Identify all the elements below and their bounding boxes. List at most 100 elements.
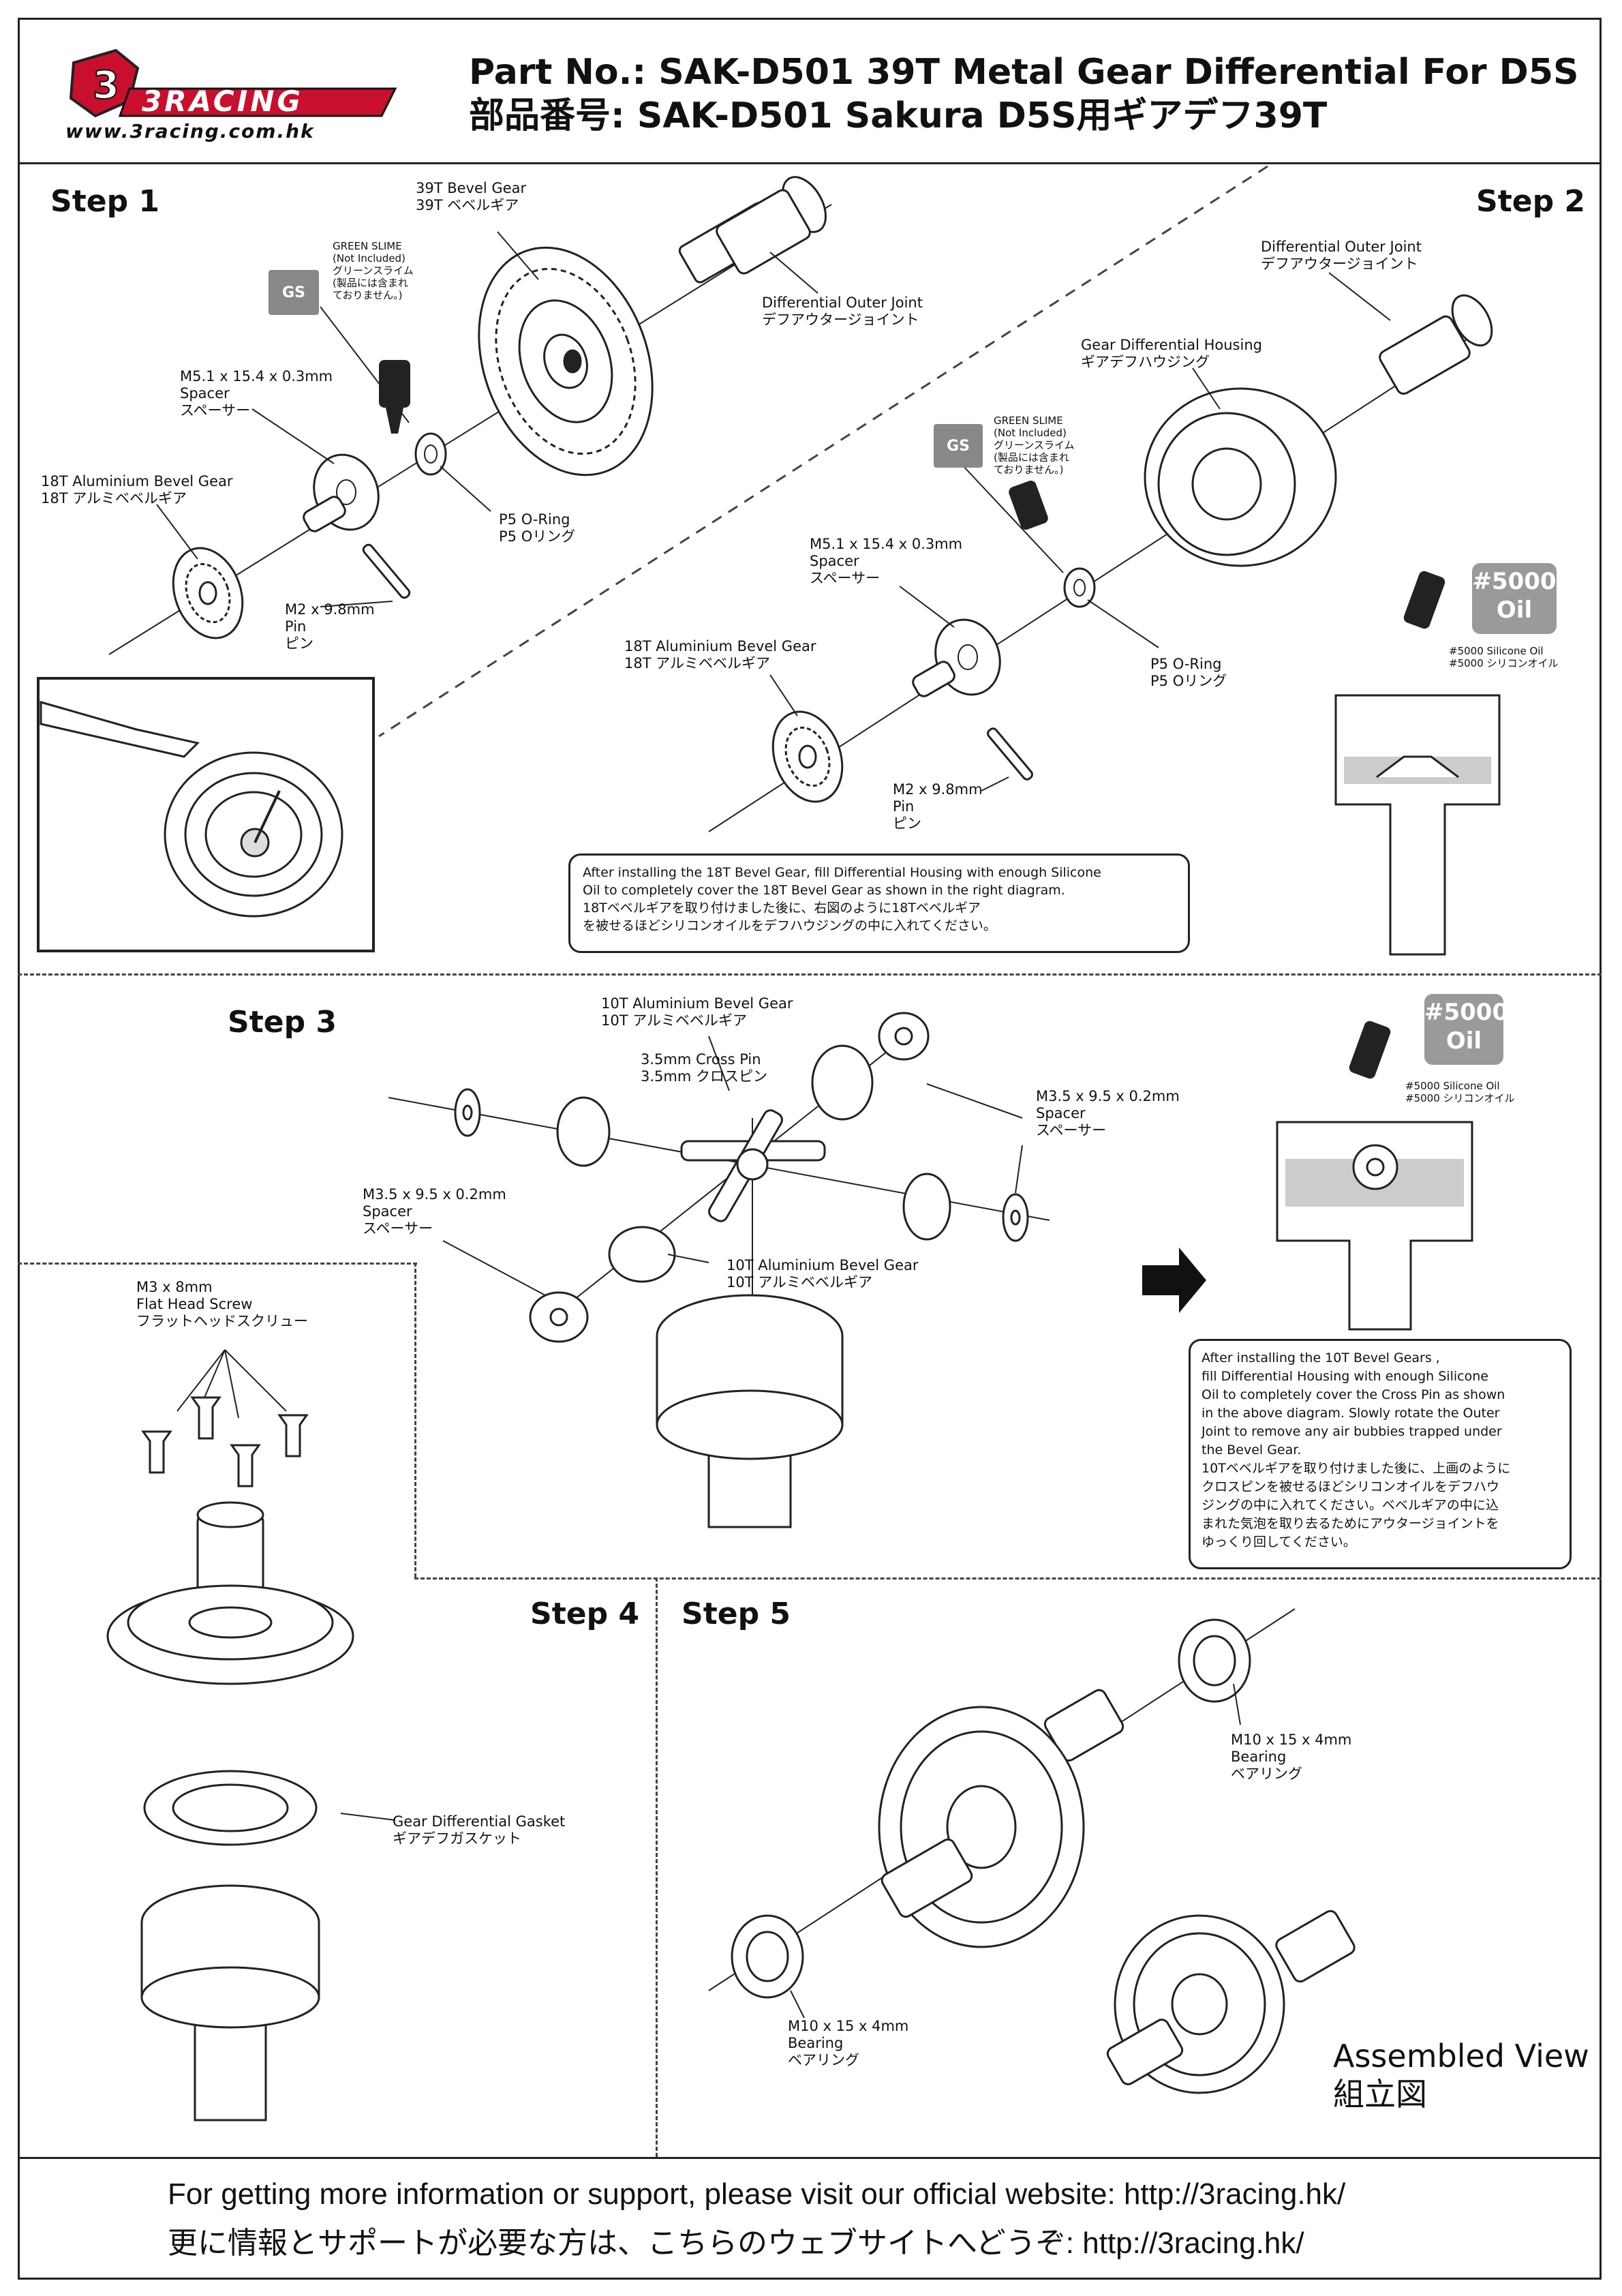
step2-green-slime-line2: (Not Included) <box>994 427 1067 439</box>
step2-spacer-jp: スペーサー <box>810 570 881 586</box>
step3-cross-pin-label: 3.5mm Cross Pin 3.5mm クロスピン <box>641 1051 767 1085</box>
header-divider <box>18 162 1602 164</box>
pin-jp: ピン <box>285 635 313 652</box>
step3-oil-en: #5000 Silicone Oil <box>1405 1080 1500 1092</box>
step2-note-line2: Oil to completely cover the 18T Bevel Ge… <box>583 883 1065 898</box>
step2-note-box: After installing the 18T Bevel Gear, fil… <box>568 854 1190 953</box>
step4-screw-size: M3 x 8mm <box>136 1279 213 1295</box>
svg-text:3: 3 <box>93 63 119 108</box>
step2-spacer-size: M5.1 x 15.4 x 0.3mm <box>810 536 963 552</box>
step3-bevel10-top-jp: 10T アルミベベルギア <box>601 1012 748 1029</box>
step3-note-line3: Oil to completely cover the Cross Pin as… <box>1202 1387 1505 1402</box>
logo-mark: 3 <box>69 48 397 118</box>
step1-bevel18-label: 18T Aluminium Bevel Gear 18T アルミベベルギア <box>41 473 233 507</box>
pin-size: M2 x 9.8mm <box>285 601 375 618</box>
step2-oil-fill-diagram-icon <box>1334 571 1501 956</box>
step5-bearing-bottom-size: M10 x 15 x 4mm <box>788 2018 909 2034</box>
step3-note-line1: After installing the 10T Bevel Gears , <box>1202 1350 1440 1365</box>
bevel-gear-18t-icon <box>172 547 244 639</box>
step1-bevel39-label: 39T Bevel Gear 39T ベベルギア <box>416 180 526 214</box>
step3-housing-icon <box>656 1294 844 1528</box>
step2-pin-label: M2 x 9.8mm Pin ピン <box>893 781 983 832</box>
step2-bevel18-jp: 18T アルミベベルギア <box>624 655 771 671</box>
step2-bevel18-en: 18T Aluminium Bevel Gear <box>624 638 816 654</box>
step5-bearing-bottom-label: M10 x 15 x 4mm Bearing ベアリング <box>788 2018 908 2069</box>
step2-title: Step 2 <box>1476 184 1585 219</box>
step4-ring-gear-icon <box>106 1501 354 1685</box>
step3-oil-label: #5000 Silicone Oil #5000 シリコンオイル <box>1405 1080 1515 1104</box>
step4-screw-label: M3 x 8mm Flat Head Screw フラットヘッドスクリュー <box>136 1279 308 1330</box>
brand-logo: 3 3RACING www.3racing.com.hk <box>55 35 436 145</box>
green-slime-line3: グリーンスライム <box>333 265 414 277</box>
arrow-right-icon <box>1142 1248 1206 1313</box>
step2-green-slime-line3: グリーンスライム <box>994 439 1075 451</box>
step2-bevel-gear-18t-icon <box>771 710 844 803</box>
step2-green-slime-line1: GREEN SLIME <box>994 414 1063 427</box>
step1-gs-badge: GS <box>269 270 319 315</box>
step3-note-line11: ゆっくり回してください。 <box>1202 1535 1356 1550</box>
step2-pin-en: Pin <box>893 798 915 815</box>
assembled-view-en: Assembled View <box>1333 2038 1589 2074</box>
footer-jp[interactable]: 更に情報とサポートが必要な方は、こちらのウェブサイトへどうぞ: http://3… <box>168 2226 1304 2260</box>
divider-step45-top <box>414 1577 1602 1580</box>
step3-note-line2: fill Differential Housing with enough Si… <box>1202 1369 1488 1384</box>
logo-url[interactable]: www.3racing.com.hk <box>65 120 315 142</box>
step3-note-line6: the Bevel Gear. <box>1202 1442 1302 1457</box>
step3-oil-badge-number: #5000 <box>1424 999 1509 1026</box>
divider-steps-12-3 <box>18 973 1602 976</box>
step2-oil-en: #5000 Silicone Oil <box>1449 645 1544 657</box>
step3-bevel10-top-en: 10T Aluminium Bevel Gear <box>601 995 793 1012</box>
step2-oring-jp: P5 Oリング <box>1150 673 1227 689</box>
step3-oil-badge: #5000 Oil <box>1424 994 1509 1065</box>
step3-spacer-left-label: M3.5 x 9.5 x 0.2mm Spacer スペーサー <box>363 1186 506 1237</box>
step5-bearing-top-en: Bearing <box>1231 1749 1287 1765</box>
spacer-en: Spacer <box>180 385 230 402</box>
step2-pin-size: M2 x 9.8mm <box>893 781 983 798</box>
step3-oil-badge-word: Oil <box>1445 1027 1482 1055</box>
step3-spacer-right-en: Spacer <box>1036 1105 1086 1121</box>
spacer-jp: スペーサー <box>180 402 251 419</box>
logo-text: 3RACING <box>142 85 303 118</box>
step2-note-line3: 18Tベベルギアを取り付けました後に、右図のように18Tベベルギア <box>583 901 981 916</box>
green-slime-line5: ておりません。) <box>333 289 403 301</box>
step5-title: Step 5 <box>682 1597 791 1631</box>
step2-oil-badge: #5000 Oil <box>1472 563 1557 634</box>
bevel-gear-39t-icon <box>478 246 654 477</box>
step2-green-slime-line5: ておりません。) <box>994 464 1064 476</box>
assembled-view-jp: 組立図 <box>1333 2076 1427 2113</box>
step2-outer-joint-en: Differential Outer Joint <box>1261 239 1422 255</box>
step2-oil-jp: #5000 シリコンオイル <box>1449 657 1559 669</box>
step4-gasket-jp: ギアデフガスケット <box>393 1830 521 1847</box>
assembled-view-label: Assembled View 組立図 <box>1333 2037 1589 2113</box>
step5-bearing-bottom-jp: ベアリング <box>788 2052 859 2068</box>
step2-outer-joint-icon <box>1379 294 1493 395</box>
step2-oring-label: P5 O-Ring P5 Oリング <box>1150 656 1227 690</box>
step2-housing-label: Gear Differential Housing ギアデフハウジング <box>1081 337 1262 371</box>
step2-outer-joint-label: Differential Outer Joint デフアウタージョイント <box>1261 239 1422 273</box>
step2-pin-jp: ピン <box>893 815 921 832</box>
step3-cross-pin-jp: 3.5mm クロスピン <box>641 1068 767 1085</box>
bevel39-jp: 39T ベベルギア <box>416 197 519 213</box>
step3-oil-jp: #5000 シリコンオイル <box>1405 1092 1515 1104</box>
step2-green-slime-label: GREEN SLIME (Not Included) グリーンスライム (製品に… <box>994 414 1075 476</box>
flat-head-screw-icons <box>141 1396 309 1487</box>
step2-bevel18-label: 18T Aluminium Bevel Gear 18T アルミベベルギア <box>624 638 816 672</box>
step3-note-line4: in the above diagram. Slowly rotate the … <box>1202 1406 1500 1421</box>
step2-oring-en: P5 O-Ring <box>1150 656 1222 672</box>
step3-note-line7: 10Tベベルギアを取り付けました後に、上画のように <box>1202 1461 1511 1476</box>
step3-note-line9: ジングの中に入れてください。ベベルギアの中に込 <box>1202 1498 1499 1513</box>
outer-joint-jp: デフアウタージョイント <box>762 312 919 328</box>
pin-icon <box>362 543 411 599</box>
step4-screw-jp: フラットヘッドスクリュー <box>136 1313 308 1329</box>
bevel39-en: 39T Bevel Gear <box>416 180 527 196</box>
step3-oil-fill-diagram-icon <box>1276 1021 1473 1331</box>
footer-en[interactable]: For getting more information or support,… <box>168 2177 1346 2211</box>
title-en: Part No.: SAK-D501 39T Metal Gear Differ… <box>469 52 1579 93</box>
step1-outer-joint-label: Differential Outer Joint デフアウタージョイント <box>762 294 923 329</box>
divider-step4-right <box>414 1263 416 1577</box>
step4-title: Step 4 <box>530 1597 639 1631</box>
step5-bearing-top-label: M10 x 15 x 4mm Bearing ベアリング <box>1231 1732 1351 1783</box>
step5-bearing-top-size: M10 x 15 x 4mm <box>1231 1732 1352 1748</box>
